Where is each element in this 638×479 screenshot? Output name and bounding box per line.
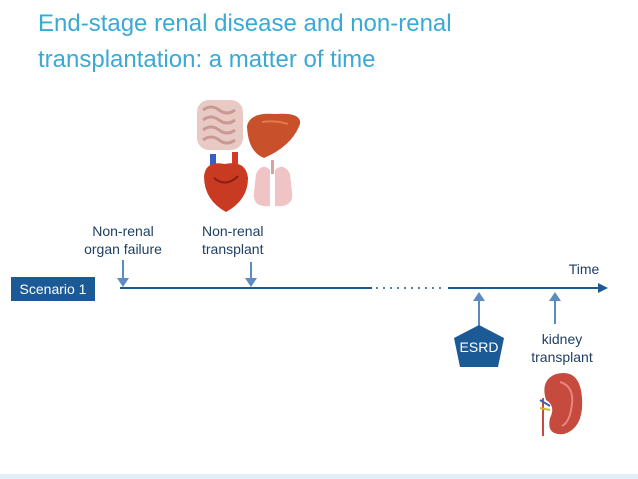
nonrenal-transplant-label: Non-renal transplant <box>202 223 264 257</box>
kidney-transplant-arrow <box>549 292 561 324</box>
esrd-badge-shape <box>454 325 504 367</box>
intestines-icon <box>197 100 243 150</box>
slide-title: End-stage renal disease and non-renal tr… <box>38 6 628 78</box>
heart-icon <box>204 152 248 212</box>
organ-failure-arrow <box>117 260 129 287</box>
scenario-badge: Scenario 1 <box>11 277 95 301</box>
organ-failure-label: Non-renal organ failure <box>84 223 162 257</box>
esrd-arrow <box>473 292 485 326</box>
title-line-1: End-stage renal disease and non-renal <box>38 10 452 37</box>
footer-bar <box>0 474 638 479</box>
kidney-transplant-label: kidney transplant <box>531 331 593 365</box>
title-line-2: transplantation: a matter of time <box>38 46 376 73</box>
timeline-arrowhead <box>598 283 608 293</box>
time-label: Time <box>568 261 600 277</box>
lungs-icon <box>253 160 293 207</box>
kidney-icon <box>539 373 583 436</box>
nonrenal-transplant-arrow <box>245 262 257 287</box>
liver-icon <box>247 113 301 158</box>
esrd-label: ESRD <box>460 339 499 355</box>
